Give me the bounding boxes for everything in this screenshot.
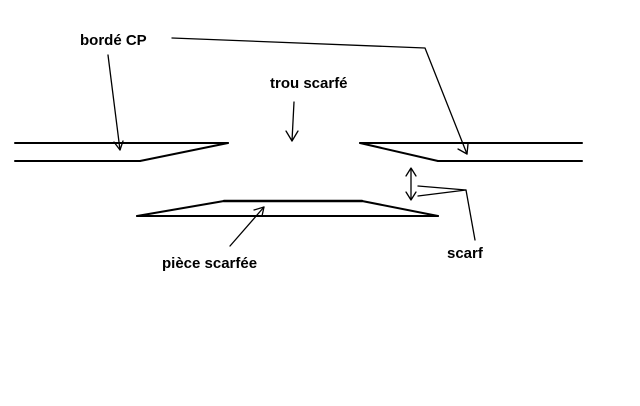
label-trou-scarfe: trou scarfé bbox=[270, 75, 348, 92]
left-planking-panel bbox=[14, 142, 229, 162]
arrow-head-icon bbox=[285, 130, 299, 142]
left-panel-scarf-bevel bbox=[139, 142, 229, 162]
scarfed-patch-piece bbox=[136, 199, 439, 217]
trou-leader bbox=[285, 101, 299, 142]
piece-leader bbox=[229, 206, 265, 247]
label-piece-scarfee: pièce scarfée bbox=[162, 255, 258, 272]
patch-left-bevel bbox=[136, 200, 225, 217]
borde-leader-left bbox=[107, 54, 124, 151]
label-scarf: scarf bbox=[447, 245, 483, 262]
patch-right-bevel bbox=[361, 200, 439, 217]
right-planking-panel bbox=[359, 142, 583, 162]
scarf-leader bbox=[405, 167, 476, 241]
label-borde-cp: bordé CP bbox=[80, 32, 147, 49]
arrow-head-icon bbox=[457, 143, 469, 155]
arrow-head-icon bbox=[405, 191, 417, 201]
arrow-head-icon bbox=[113, 140, 124, 151]
right-panel-scarf-bevel bbox=[359, 142, 439, 162]
borde-leader-right bbox=[171, 37, 469, 155]
arrow-head-icon bbox=[253, 206, 265, 217]
arrow-head-icon bbox=[405, 167, 417, 177]
